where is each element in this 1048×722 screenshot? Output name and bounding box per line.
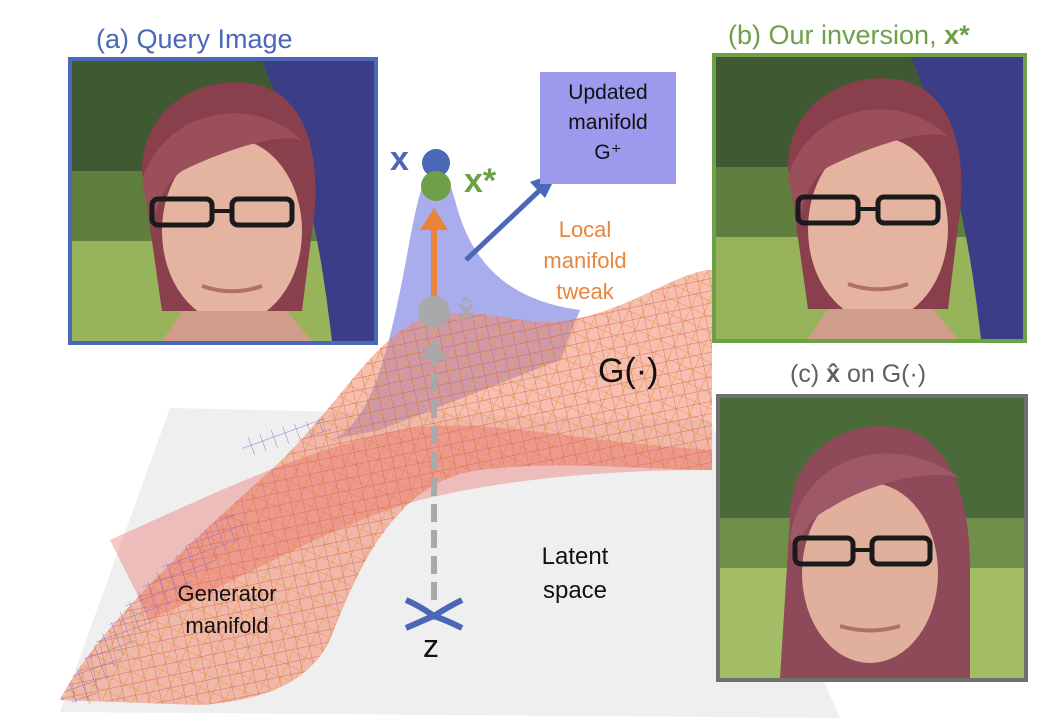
latent-space-line1: Latent: [541, 543, 609, 570]
inversion-caption-symbol: x*: [944, 20, 970, 50]
projection-caption-suffix: on G(·): [840, 360, 927, 388]
point-x-star-label: x*: [464, 162, 497, 200]
query-image-panel: [68, 57, 378, 345]
update-arrow: [464, 188, 542, 262]
inversion-caption-prefix: (b) Our inversion,: [728, 20, 945, 50]
projection-arrow-head: [420, 338, 448, 360]
projection-caption: (c) x̂ on G(·): [790, 360, 926, 389]
local-tweak-line2: manifold: [543, 248, 627, 273]
local-tweak-line1: Local: [558, 217, 612, 242]
projection-image-panel: [716, 394, 1028, 682]
latent-space-line2: space: [542, 577, 608, 604]
local-tweak-label: Local manifold tweak: [530, 214, 640, 307]
query-image-caption: (a) Query Image: [96, 24, 293, 54]
local-tweak-line3: tweak: [556, 279, 614, 304]
updated-manifold-label: Updated manifold G⁺: [540, 78, 676, 168]
updated-manifold-line3: G⁺: [594, 141, 622, 164]
point-x-label: x: [390, 140, 409, 178]
tweak-arrow-head: [420, 208, 448, 230]
latent-point-z-marker: [404, 597, 464, 631]
point-x: [422, 149, 450, 177]
projection-face-image: [720, 398, 1024, 678]
query-face-image: [72, 61, 374, 341]
generator-manifold-line2: manifold: [185, 613, 269, 638]
inversion-face-image: [716, 57, 1023, 339]
projection-caption-prefix: (c): [790, 360, 827, 388]
generator-manifold-line1: Generator: [177, 581, 277, 606]
latent-space-label: Latent space: [520, 540, 630, 608]
point-x-star: [421, 171, 451, 201]
point-x-hat-label: x̂: [458, 294, 475, 327]
latent-point-z-label: z: [423, 628, 439, 664]
generator-function-label: G(·): [598, 352, 659, 390]
projection-caption-symbol: x̂: [826, 360, 841, 388]
updated-manifold-line1: Updated: [568, 81, 648, 104]
generator-manifold-surface: [60, 270, 712, 705]
generator-manifold-label: Generator manifold: [152, 578, 302, 642]
inversion-caption: (b) Our inversion, x*: [728, 20, 970, 51]
point-x-hat: [418, 296, 450, 328]
updated-manifold-box: [540, 72, 676, 184]
updated-manifold-line2: manifold: [568, 111, 648, 134]
inversion-image-panel: [712, 53, 1027, 343]
